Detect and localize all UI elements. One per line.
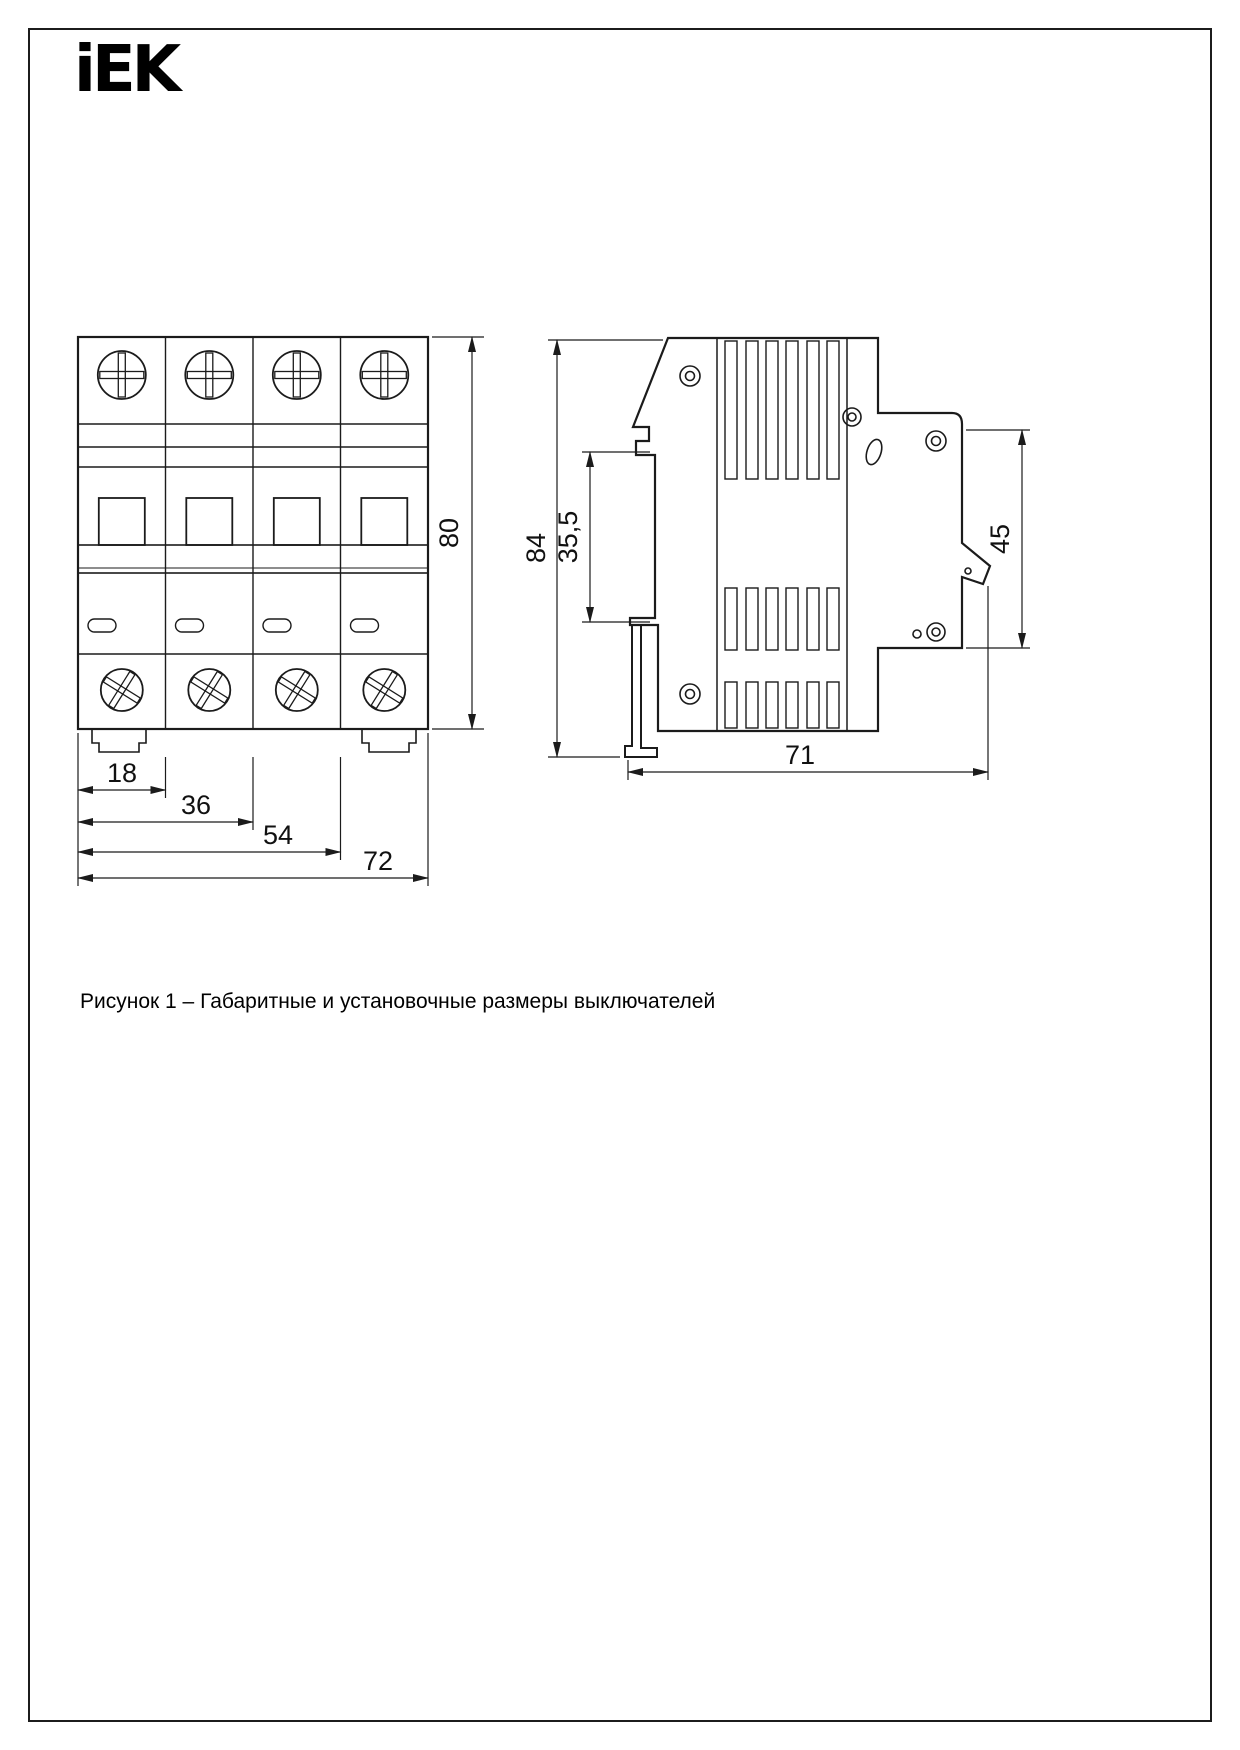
front-dimension-lines [77,336,484,886]
front-dim-36-label: 36 [181,790,211,820]
figure-caption: Рисунок 1 – Габаритные и установочные ра… [80,990,716,1013]
side-dim-84-label: 84 [521,533,551,563]
front-dim-72-label: 72 [363,846,393,876]
front-dim-height-label: 80 [434,518,464,548]
iek-logo: iEK [74,33,181,107]
top-terminal-screws [96,350,410,400]
vent-slots [724,340,840,729]
din-clip-side [624,625,658,758]
breaker-side-outline [628,336,992,733]
side-inner-lines [716,338,848,731]
front-dim-18-label: 18 [107,758,137,788]
side-dim-35-5-label: 35,5 [553,511,583,564]
bottom-terminal-screws [99,668,407,712]
side-dim-45-label: 45 [985,524,1015,554]
side-dimension-lines [548,339,1030,780]
front-view: 80 18 36 54 72 [76,335,484,886]
pole-dividers [164,337,342,729]
din-rail-clips-front [91,729,417,753]
front-dim-54-label: 54 [263,820,293,850]
side-view: 84 35,5 45 71 [521,336,1030,780]
label-windows [87,618,380,633]
front-panel-lines [78,423,428,655]
case-rivets [679,365,972,705]
center-band [77,544,429,574]
side-dim-71-label: 71 [785,740,815,770]
